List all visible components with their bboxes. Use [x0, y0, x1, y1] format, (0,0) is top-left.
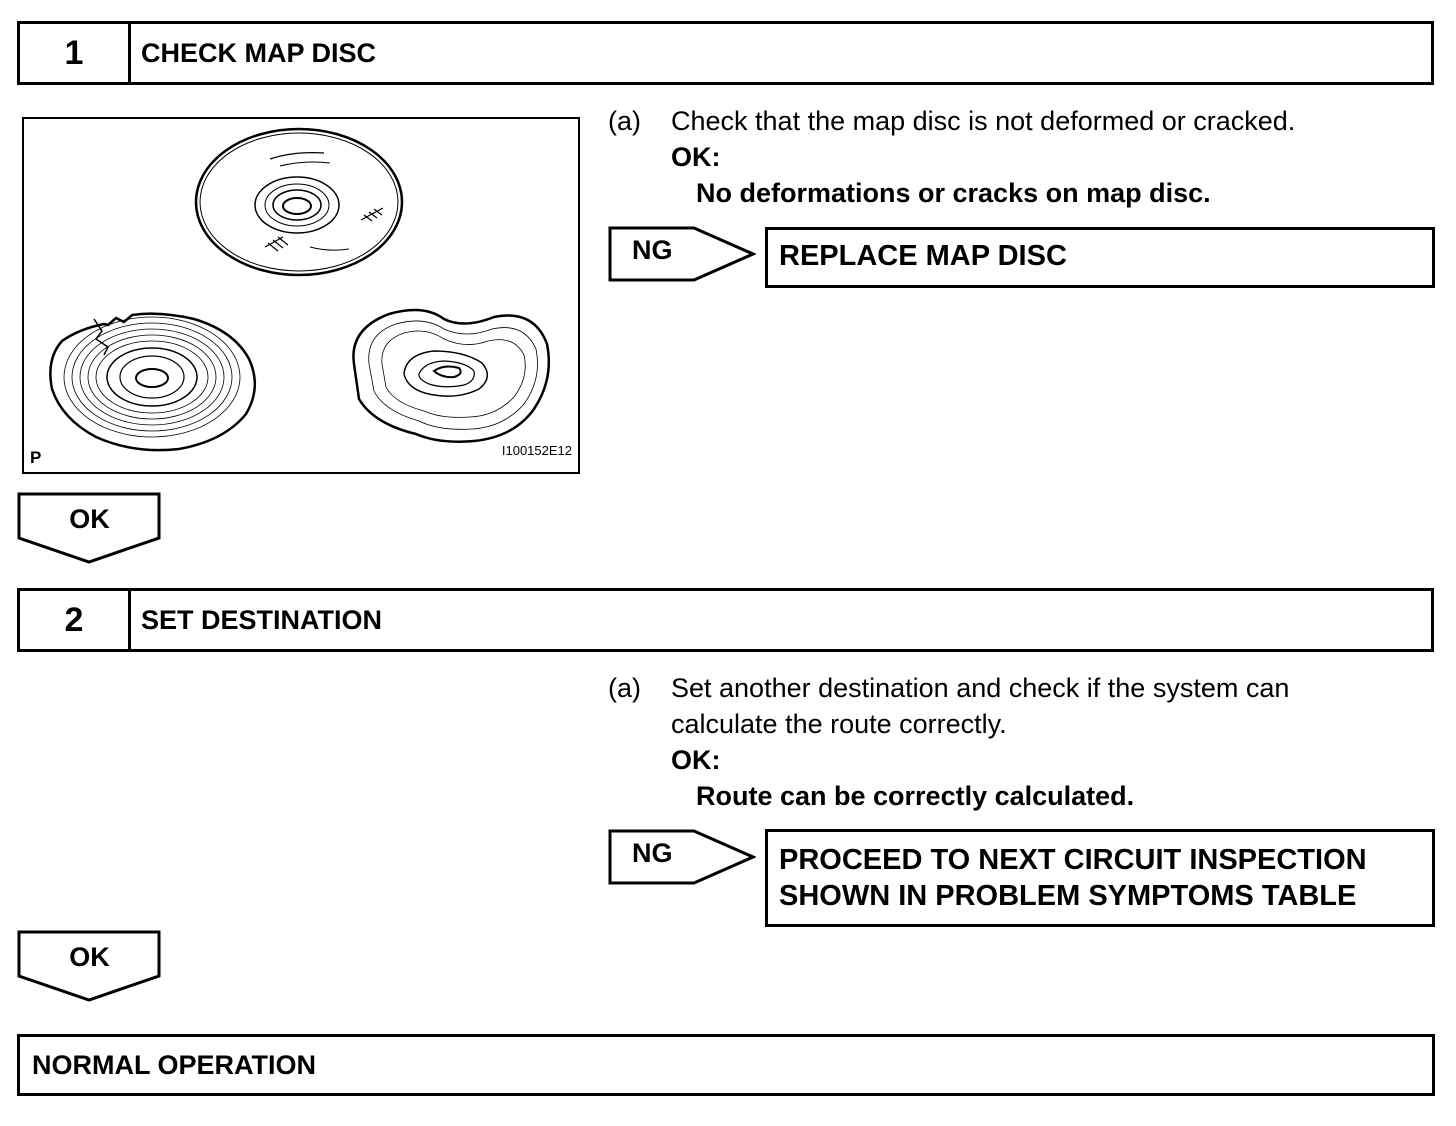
step-2-instruction: (a) Set another destination and check if… — [608, 670, 1289, 814]
ok-label: OK — [69, 942, 110, 972]
ng-action-box-step-2: PROCEED TO NEXT CIRCUIT INSPECTION SHOWN… — [765, 829, 1435, 927]
ok-criteria-label: OK: — [671, 745, 721, 775]
ng-action-box-step-1: REPLACE MAP DISC — [765, 227, 1435, 288]
step-number: 1 — [20, 24, 131, 82]
step-title: CHECK MAP DISC — [141, 37, 377, 68]
step-2-header: 2 SET DESTINATION — [17, 588, 1434, 652]
damaged-disc-drawing — [49, 127, 551, 452]
ok-criteria-label: OK: — [671, 142, 721, 172]
ng-label: NG — [632, 838, 673, 868]
instruction-text: Set another destination and check if the… — [671, 673, 1290, 703]
ng-action-line: REPLACE MAP DISC — [779, 240, 1067, 272]
ng-arrow-step-1: NG — [608, 226, 756, 282]
final-result-text: NORMAL OPERATION — [32, 1049, 317, 1080]
ok-arrow-step-1: OK — [17, 492, 162, 564]
step-number: 2 — [20, 591, 131, 649]
ng-arrow-step-2: NG — [608, 829, 756, 885]
instruction-text: calculate the route correctly. — [671, 709, 1007, 739]
ng-action-line: PROCEED TO NEXT CIRCUIT INSPECTION — [779, 844, 1367, 876]
ok-label: OK — [69, 504, 110, 534]
step-title: SET DESTINATION — [141, 604, 383, 635]
ok-criteria-text: Route can be correctly calculated. — [696, 781, 1135, 811]
ng-label: NG — [632, 235, 673, 265]
ok-criteria-text: No deformations or cracks on map disc. — [696, 178, 1211, 208]
figure-corner-label: P — [30, 448, 42, 467]
figure-id: I100152E12 — [501, 443, 572, 458]
instruction-label: (a) — [608, 673, 641, 703]
ng-action-line: SHOWN IN PROBLEM SYMPTOMS TABLE — [779, 880, 1357, 912]
step-1-header: 1 CHECK MAP DISC — [17, 21, 1434, 85]
down-arrow-icon — [17, 492, 161, 564]
instruction-label: (a) — [608, 106, 641, 136]
instruction-text: Check that the map disc is not deformed … — [671, 106, 1296, 136]
ok-arrow-step-2: OK — [17, 930, 162, 1002]
down-arrow-icon — [17, 930, 161, 1002]
right-arrow-icon — [608, 829, 756, 885]
right-arrow-icon — [608, 226, 756, 282]
step-1-instruction: (a) Check that the map disc is not defor… — [608, 103, 1295, 211]
final-result-box: NORMAL OPERATION — [17, 1034, 1435, 1096]
map-disc-illustration: P I100152E12 — [22, 117, 580, 474]
